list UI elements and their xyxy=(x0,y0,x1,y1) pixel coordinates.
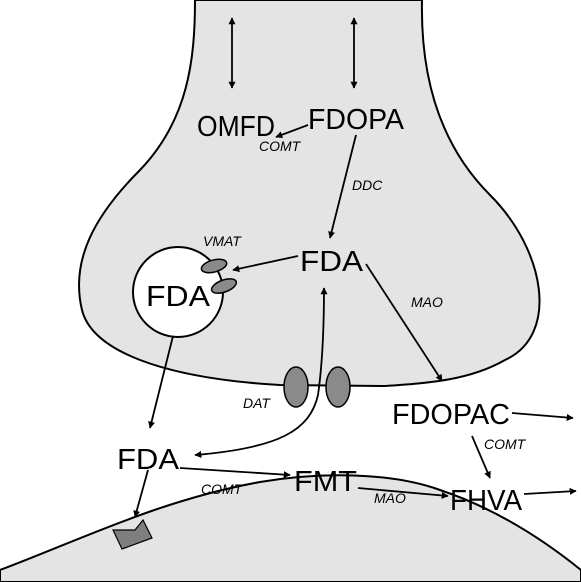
label-fmt: FMT xyxy=(294,466,357,498)
label-ddc: DDC xyxy=(352,177,383,193)
arrow-fdopac-efflux xyxy=(512,413,573,418)
label-comt-right: COMT xyxy=(484,436,527,452)
label-comt-lower: COMT xyxy=(201,481,244,497)
label-comt-top: COMT xyxy=(259,138,302,154)
label-fda-vesicle: FDA xyxy=(146,281,211,313)
label-fda-synapse: FDA xyxy=(117,444,180,476)
arrow-fda-to-fmt xyxy=(180,468,290,475)
dat-transporter xyxy=(284,367,308,407)
arrow-fhva-efflux xyxy=(524,491,576,494)
label-vmat: VMAT xyxy=(203,233,242,249)
label-fdopa: FDOPA xyxy=(308,104,405,136)
label-dat: DAT xyxy=(243,395,271,411)
label-fda-cytoplasm: FDA xyxy=(300,246,364,278)
label-mao-lower: MAO xyxy=(374,490,406,506)
arrow-fda-to-receptor xyxy=(135,470,148,517)
label-fhva: FHVA xyxy=(450,485,523,517)
presynaptic-terminal xyxy=(79,0,540,386)
label-mao-upper: MAO xyxy=(411,294,443,310)
label-fdopac: FDOPAC xyxy=(392,399,510,431)
dat-transporter xyxy=(326,367,350,407)
